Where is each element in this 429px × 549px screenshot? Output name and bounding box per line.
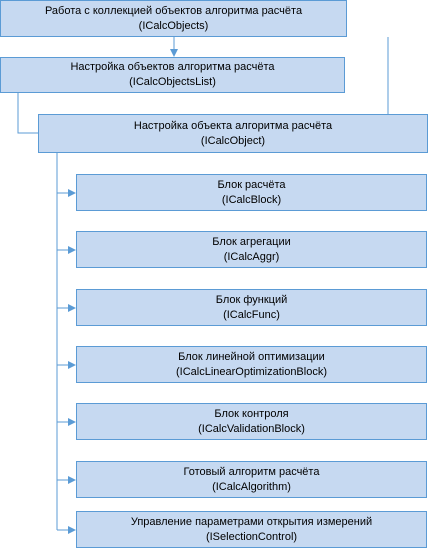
node-interface: (ICalcValidationBlock) — [198, 422, 305, 435]
node-interface: (ICalcObjectsList) — [129, 76, 216, 88]
node-title: Работа с коллекцией объектов алгоритма р… — [44, 4, 303, 17]
node-calc-objects-list: Настройка объектов алгоритма расчёта (IC… — [0, 57, 345, 93]
node-interface: (ICalcObjects) — [138, 19, 209, 32]
node-interface: (ICalcBlock) — [221, 193, 282, 206]
node-interface: (ICalcFunc) — [223, 308, 280, 321]
node-title: Блок агрегации — [212, 235, 291, 248]
node-title: Управление параметрами открытия измерени… — [130, 515, 373, 528]
child-node-1: Блок расчёта (ICalcBlock) — [76, 174, 427, 211]
child-node-7: Управление параметрами открытия измерени… — [76, 511, 427, 548]
node-interface: (ICalcLinearOptimizationBlock) — [176, 365, 327, 378]
node-title: Блок функций — [215, 293, 288, 306]
child-node-4: Блок линейной оптимизации (ICalcLinearOpt… — [76, 346, 427, 383]
node-title: Блок расчёта — [217, 178, 286, 191]
node-interface: (ICalcObject) — [200, 134, 266, 147]
node-title: Настройка объекта алгоритма расчёта — [133, 119, 333, 132]
node-interface: (ISelectionControl) — [205, 530, 298, 543]
node-interface: (ICalcAggr) — [223, 250, 280, 263]
connector-list-to-object — [17, 93, 38, 134]
child-node-2: Блок агрегации (ICalcAggr) — [76, 231, 427, 268]
node-calc-object: Настройка объекта алгоритма расчёта (ICa… — [38, 114, 428, 153]
node-calc-objects: Работа с коллекцией объектов алгоритма р… — [0, 0, 347, 37]
node-title: Блок контроля — [214, 407, 289, 420]
child-node-3: Блок функций (ICalcFunc) — [76, 289, 427, 326]
node-title: Настройка объектов алгоритма расчёта — [70, 61, 275, 73]
child-connectors — [57, 189, 76, 534]
node-title: Блок линейной оптимизации — [178, 350, 325, 363]
node-interface: (ICalcAlgorithm) — [212, 480, 291, 493]
child-node-6: Готовый алгоритм расчёта (ICalcAlgorithm) — [76, 461, 427, 498]
child-node-5: Блок контроля (ICalcValidationBlock) — [76, 403, 427, 440]
node-title: Готовый алгоритм расчёта — [183, 465, 320, 478]
